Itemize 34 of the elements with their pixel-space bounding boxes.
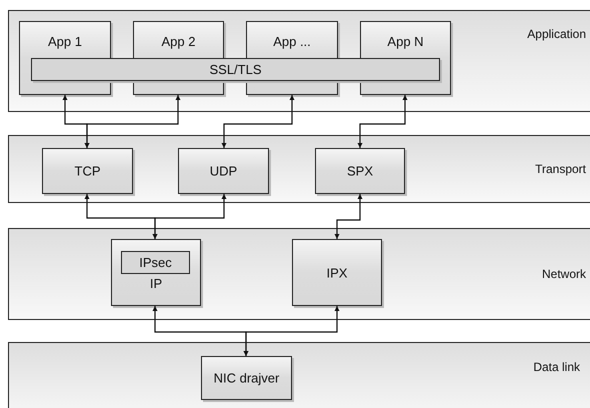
layer-label: Application <box>527 26 586 43</box>
layer-label: Transport <box>535 161 586 178</box>
protocol-label: App ... <box>272 33 312 51</box>
protocol-box <box>292 239 382 306</box>
protocol-label: IP <box>148 274 164 292</box>
layer-band <box>8 342 590 408</box>
protocol-label: NIC drajver <box>212 370 280 388</box>
arrow <box>222 95 294 148</box>
arrow <box>244 306 340 356</box>
protocol-box <box>121 251 190 274</box>
protocol-bar <box>31 58 440 81</box>
protocol-box <box>201 356 292 400</box>
layer-band <box>8 228 590 320</box>
arrow <box>152 194 226 239</box>
protocol-box <box>42 148 133 194</box>
protocol-box <box>178 148 269 194</box>
protocol-label: App N <box>386 33 425 51</box>
arrow <box>334 194 362 239</box>
layer-band <box>8 135 590 203</box>
protocol-label: UDP <box>208 162 238 180</box>
layer-label: Network <box>542 266 586 283</box>
protocol-label: TCP <box>74 162 102 180</box>
protocol-label: SSL/TLS <box>209 60 262 79</box>
protocol-label: IPsec <box>139 254 172 272</box>
protocol-box <box>111 239 201 306</box>
protocol-label: App 1 <box>47 33 83 51</box>
protocol-label: IPX <box>326 264 348 282</box>
protocol-box <box>315 148 405 194</box>
layer-band <box>8 10 590 112</box>
protocol-label: SPX <box>346 162 374 180</box>
arrow <box>358 95 408 148</box>
arrow <box>84 95 180 148</box>
layer-label: Data link <box>533 359 580 376</box>
protocol-label: App 2 <box>160 33 196 51</box>
